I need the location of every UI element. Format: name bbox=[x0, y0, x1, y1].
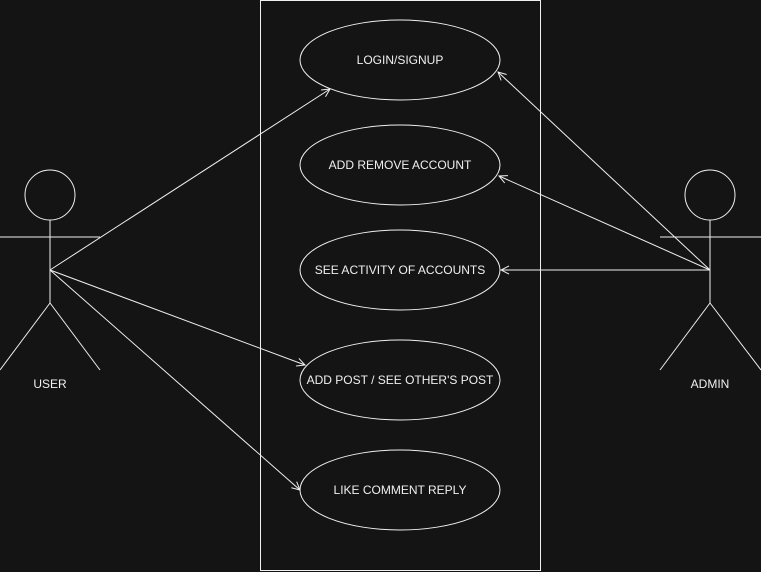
association-admin-to-add-remove bbox=[499, 176, 711, 271]
actor-user-left-leg bbox=[0, 302, 51, 371]
use-case-add-post-label: ADD POST / SEE OTHER'S POST bbox=[307, 373, 494, 387]
use-case-like-comment-label: LIKE COMMENT REPLY bbox=[334, 483, 467, 497]
association-user-to-like-comment bbox=[49, 269, 300, 490]
use-case-add-remove-account-label: ADD REMOVE ACCOUNT bbox=[329, 158, 472, 172]
use-case-login-ellipse bbox=[299, 19, 501, 101]
association-admin-to-login bbox=[498, 72, 711, 271]
actor-user[interactable]: USER bbox=[0, 169, 101, 391]
actor-admin-left-leg bbox=[659, 302, 711, 371]
system-boundary bbox=[260, 0, 541, 571]
association-user-to-add-post bbox=[49, 269, 305, 365]
actor-admin[interactable]: ADMIN bbox=[659, 169, 761, 391]
use-case-see-activity-label: SEE ACTIVITY OF ACCOUNTS bbox=[315, 263, 485, 277]
use-case-add-remove-account-ellipse bbox=[299, 124, 501, 206]
actor-admin-right-leg bbox=[709, 302, 761, 371]
actor-user-right-leg bbox=[49, 302, 101, 371]
use-case-add-remove-account[interactable]: ADD REMOVE ACCOUNT bbox=[299, 124, 501, 206]
use-case-like-comment[interactable]: LIKE COMMENT REPLY bbox=[299, 449, 501, 531]
use-case-see-activity-ellipse bbox=[299, 229, 501, 311]
actor-admin-label: ADMIN bbox=[691, 377, 730, 391]
association-user-to-login bbox=[49, 89, 330, 271]
actor-user-head bbox=[24, 169, 76, 221]
use-case-add-post[interactable]: ADD POST / SEE OTHER'S POST bbox=[299, 339, 501, 421]
use-case-login-label: LOGIN/SIGNUP bbox=[357, 53, 444, 67]
use-case-add-post-ellipse bbox=[299, 339, 501, 421]
actor-user-label: USER bbox=[33, 377, 67, 391]
use-case-login[interactable]: LOGIN/SIGNUP bbox=[299, 19, 501, 101]
actor-admin-head bbox=[684, 169, 736, 221]
use-case-see-activity[interactable]: SEE ACTIVITY OF ACCOUNTS bbox=[299, 229, 501, 311]
use-case-like-comment-ellipse bbox=[299, 449, 501, 531]
